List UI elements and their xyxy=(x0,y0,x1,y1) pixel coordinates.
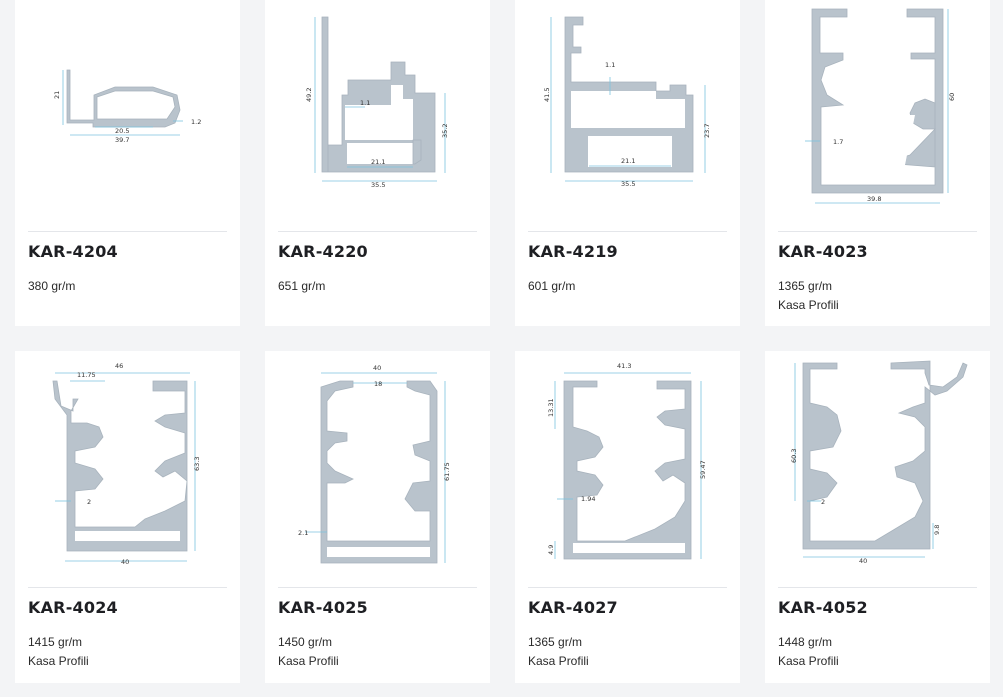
product-code[interactable]: KAR-4052 xyxy=(778,598,868,617)
card-divider xyxy=(278,231,477,232)
dimension-label: 2 xyxy=(87,498,91,506)
dimension-label: 21 xyxy=(53,91,61,99)
product-weight: 1415 gr/m xyxy=(28,635,83,649)
dimension-label: 61.75 xyxy=(443,462,451,481)
card-divider xyxy=(778,231,977,232)
product-card[interactable]: 40 18 61.75 2.1 KAR-4025 1450 gr/m Kasa … xyxy=(265,351,490,683)
profile-drawing[interactable]: 41.5 1.1 23.7 21.1 35.5 xyxy=(515,0,740,225)
dimension-label: 1.1 xyxy=(360,99,370,107)
profile-drawing[interactable]: 60.3 2 9.8 40 xyxy=(765,351,990,581)
profile-drawing-kar-4027-icon: 41.3 13.31 59.47 1.94 4.9 xyxy=(547,362,707,560)
product-card[interactable]: 49.2 1.1 35.2 21.1 35.5 KAR-4220 651 gr/… xyxy=(265,0,490,326)
dimension-label: 4.9 xyxy=(547,545,555,555)
dimension-label: 46 xyxy=(115,362,123,370)
profile-drawing-kar-4024-icon: 46 11.75 63.3 2 40 xyxy=(52,362,201,566)
profile-drawing-kar-4052-icon: 60.3 2 9.8 40 xyxy=(790,360,968,565)
dimension-label: 39.8 xyxy=(867,195,881,203)
card-divider xyxy=(528,587,727,588)
dimension-label: 60.3 xyxy=(790,449,798,463)
profile-drawing-kar-4025-icon: 40 18 61.75 2.1 xyxy=(298,364,451,564)
product-type: Kasa Profili xyxy=(528,654,589,668)
dimension-label: 60 xyxy=(948,93,956,101)
product-code[interactable]: KAR-4220 xyxy=(278,242,368,261)
product-card[interactable]: 60.3 2 9.8 40 KAR-4052 1448 gr/m Kasa Pr… xyxy=(765,351,990,683)
product-code[interactable]: KAR-4023 xyxy=(778,242,868,261)
product-type: Kasa Profili xyxy=(778,654,839,668)
dimension-label: 21.1 xyxy=(371,158,385,166)
dimension-label: 23.7 xyxy=(703,124,711,138)
dimension-label: 1.1 xyxy=(605,61,615,69)
dimension-label: 18 xyxy=(374,380,382,388)
profile-drawing[interactable]: 60 1.7 39.8 xyxy=(765,0,990,225)
profile-drawing[interactable]: 46 11.75 63.3 2 40 xyxy=(15,351,240,581)
dimension-label: 11.75 xyxy=(77,371,96,379)
product-card[interactable]: 41.3 13.31 59.47 1.94 4.9 KAR-4027 1365 … xyxy=(515,351,740,683)
dimension-label: 40 xyxy=(859,557,867,565)
dimension-label: 41.5 xyxy=(543,88,551,102)
dimension-label: 41.3 xyxy=(617,362,631,370)
product-weight: 380 gr/m xyxy=(28,279,76,293)
dimension-label: 59.47 xyxy=(699,460,707,479)
product-code[interactable]: KAR-4219 xyxy=(528,242,618,261)
product-card[interactable]: 21 20.5 39.7 1.2 KAR-4204 380 gr/m xyxy=(15,0,240,326)
product-card[interactable]: 46 11.75 63.3 2 40 KAR-4024 1415 gr/m Ka… xyxy=(15,351,240,683)
profile-drawing-kar-4204-icon: 21 20.5 39.7 1.2 xyxy=(53,69,201,144)
product-card[interactable]: 41.5 1.1 23.7 21.1 35.5 KAR-4219 601 gr/… xyxy=(515,0,740,326)
card-divider xyxy=(278,587,477,588)
profile-drawing[interactable]: 40 18 61.75 2.1 xyxy=(265,351,490,581)
card-divider xyxy=(28,587,227,588)
product-type: Kasa Profili xyxy=(278,654,339,668)
product-type: Kasa Profili xyxy=(28,654,89,668)
card-divider xyxy=(528,231,727,232)
dimension-label: 2.1 xyxy=(298,529,308,537)
dimension-label: 21.1 xyxy=(621,157,635,165)
dimension-label: 40 xyxy=(373,364,381,372)
product-code[interactable]: KAR-4025 xyxy=(278,598,368,617)
profile-drawing-kar-4023-icon: 60 1.7 39.8 xyxy=(805,8,956,204)
dimension-label: 49.2 xyxy=(305,88,313,102)
dimension-label: 20.5 xyxy=(115,127,129,135)
dimension-label: 9.8 xyxy=(933,525,941,535)
product-weight: 1448 gr/m xyxy=(778,635,833,649)
product-weight: 1450 gr/m xyxy=(278,635,333,649)
card-divider xyxy=(778,587,977,588)
product-code[interactable]: KAR-4204 xyxy=(28,242,118,261)
dimension-label: 35.5 xyxy=(371,181,385,189)
product-code[interactable]: KAR-4027 xyxy=(528,598,618,617)
dimension-label: 1.2 xyxy=(191,118,201,126)
dimension-label: 13.31 xyxy=(547,398,555,417)
product-code[interactable]: KAR-4024 xyxy=(28,598,118,617)
profile-drawing[interactable]: 49.2 1.1 35.2 21.1 35.5 xyxy=(265,0,490,225)
dimension-label: 40 xyxy=(121,558,129,566)
product-weight: 601 gr/m xyxy=(528,279,576,293)
dimension-label: 35.5 xyxy=(621,180,635,188)
card-divider xyxy=(28,231,227,232)
dimension-label: 35.2 xyxy=(441,124,449,138)
product-type: Kasa Profili xyxy=(778,298,839,312)
product-weight: 651 gr/m xyxy=(278,279,326,293)
profile-drawing[interactable]: 41.3 13.31 59.47 1.94 4.9 xyxy=(515,351,740,581)
dimension-label: 39.7 xyxy=(115,136,129,144)
product-weight: 1365 gr/m xyxy=(778,279,833,293)
product-weight: 1365 gr/m xyxy=(528,635,583,649)
dimension-label: 63.3 xyxy=(193,457,201,471)
profile-drawing-kar-4219-icon: 41.5 1.1 23.7 21.1 35.5 xyxy=(543,16,711,188)
dimension-label: 1.94 xyxy=(581,495,595,503)
dimension-label: 2 xyxy=(821,498,825,506)
product-card[interactable]: 60 1.7 39.8 KAR-4023 1365 gr/m Kasa Prof… xyxy=(765,0,990,326)
profile-drawing-kar-4220-icon: 49.2 1.1 35.2 21.1 35.5 xyxy=(305,16,449,189)
profile-drawing[interactable]: 21 20.5 39.7 1.2 xyxy=(15,0,240,225)
dimension-label: 1.7 xyxy=(833,138,843,146)
